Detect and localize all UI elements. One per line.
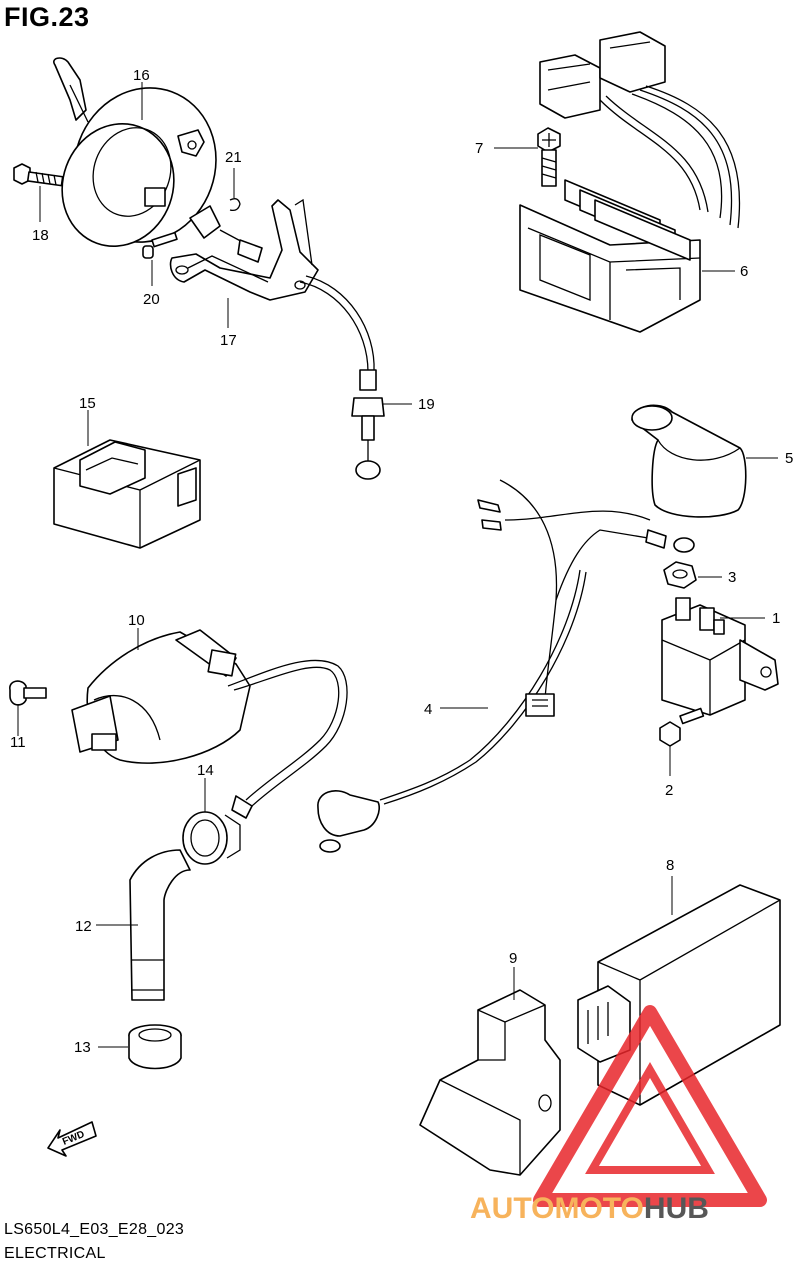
svg-text:14: 14 bbox=[197, 762, 214, 779]
svg-text:20: 20 bbox=[143, 291, 160, 308]
callout-17: 17 bbox=[220, 298, 237, 349]
svg-text:4: 4 bbox=[424, 701, 432, 718]
screw-11-part bbox=[9, 680, 47, 706]
callout-16: 16 bbox=[133, 67, 150, 120]
svg-text:1: 1 bbox=[772, 610, 780, 627]
callout-13: 13 bbox=[74, 1039, 128, 1056]
callout-10: 10 bbox=[128, 612, 145, 650]
svg-text:17: 17 bbox=[220, 332, 237, 349]
callout-1: 1 bbox=[720, 610, 780, 627]
svg-text:5: 5 bbox=[785, 450, 793, 467]
svg-text:19: 19 bbox=[418, 396, 435, 413]
callout-21: 21 bbox=[225, 149, 242, 198]
callout-18: 18 bbox=[32, 186, 49, 244]
svg-text:9: 9 bbox=[509, 950, 517, 967]
watermark-logo: AUTOMOTOHUB bbox=[470, 1005, 767, 1225]
relay-15-part bbox=[53, 439, 201, 549]
svg-text:12: 12 bbox=[75, 918, 92, 935]
screw-20-part bbox=[142, 231, 178, 259]
regulator-6-part bbox=[519, 179, 701, 333]
sensor-cable-19-part bbox=[299, 275, 385, 480]
section-name: ELECTRICAL bbox=[4, 1245, 106, 1262]
callout-4: 4 bbox=[424, 701, 488, 718]
svg-text:3: 3 bbox=[728, 569, 736, 586]
callout-7: 7 bbox=[475, 140, 538, 157]
regulator-connectors bbox=[539, 31, 741, 229]
callout-14: 14 bbox=[197, 762, 214, 812]
horn-part bbox=[53, 57, 217, 248]
callout-8: 8 bbox=[666, 857, 674, 915]
svg-text:8: 8 bbox=[666, 857, 674, 874]
svg-text:7: 7 bbox=[475, 140, 483, 157]
svg-text:18: 18 bbox=[32, 227, 49, 244]
watermark-text-primary: AUTOMOTO bbox=[470, 1192, 644, 1225]
grommet-14-part bbox=[182, 811, 241, 865]
callout-19: 19 bbox=[382, 396, 435, 413]
nut-3-part bbox=[663, 561, 697, 589]
svg-text:13: 13 bbox=[74, 1039, 91, 1056]
bolt-18-part bbox=[13, 163, 64, 187]
callout-9: 9 bbox=[509, 950, 517, 1000]
svg-text:11: 11 bbox=[10, 734, 26, 751]
svg-text:10: 10 bbox=[128, 612, 145, 629]
bolt-2-part bbox=[659, 707, 705, 747]
callout-11: 11 bbox=[10, 704, 26, 751]
callout-5: 5 bbox=[746, 450, 793, 467]
bracket-17-part bbox=[169, 198, 319, 301]
cap-5-part bbox=[631, 404, 747, 518]
ecu-cover-9-part bbox=[419, 989, 561, 1176]
figure-title: FIG.23 bbox=[4, 2, 90, 32]
callout-6: 6 bbox=[702, 263, 748, 280]
starter-relay-1-part bbox=[661, 597, 779, 716]
svg-text:6: 6 bbox=[740, 263, 748, 280]
watermark-triangle-icon bbox=[533, 1005, 767, 1207]
callout-12: 12 bbox=[75, 918, 138, 935]
ring-13-part bbox=[128, 1024, 182, 1070]
svg-text:16: 16 bbox=[133, 67, 150, 84]
callout-3: 3 bbox=[698, 569, 736, 586]
callout-2: 2 bbox=[665, 745, 673, 799]
watermark-text-secondary: HUB bbox=[644, 1192, 709, 1225]
svg-text:2: 2 bbox=[665, 782, 673, 799]
plug-cap-12-part bbox=[129, 849, 191, 1001]
bolt-7-part bbox=[537, 127, 561, 187]
cable-4-part bbox=[317, 479, 695, 853]
callout-15: 15 bbox=[79, 395, 96, 446]
clip-21-part bbox=[229, 198, 241, 212]
svg-text:15: 15 bbox=[79, 395, 96, 412]
ignition-coil-10-part bbox=[71, 629, 348, 819]
svg-text:21: 21 bbox=[225, 149, 242, 166]
model-code: LS650L4_E03_E28_023 bbox=[4, 1221, 185, 1238]
forward-arrow-icon: FWD bbox=[47, 1121, 97, 1157]
ecu-8-part bbox=[577, 884, 781, 1106]
callout-20: 20 bbox=[143, 260, 160, 308]
svg-text:AUTOMOTOHUB: AUTOMOTOHUB bbox=[470, 1192, 709, 1225]
